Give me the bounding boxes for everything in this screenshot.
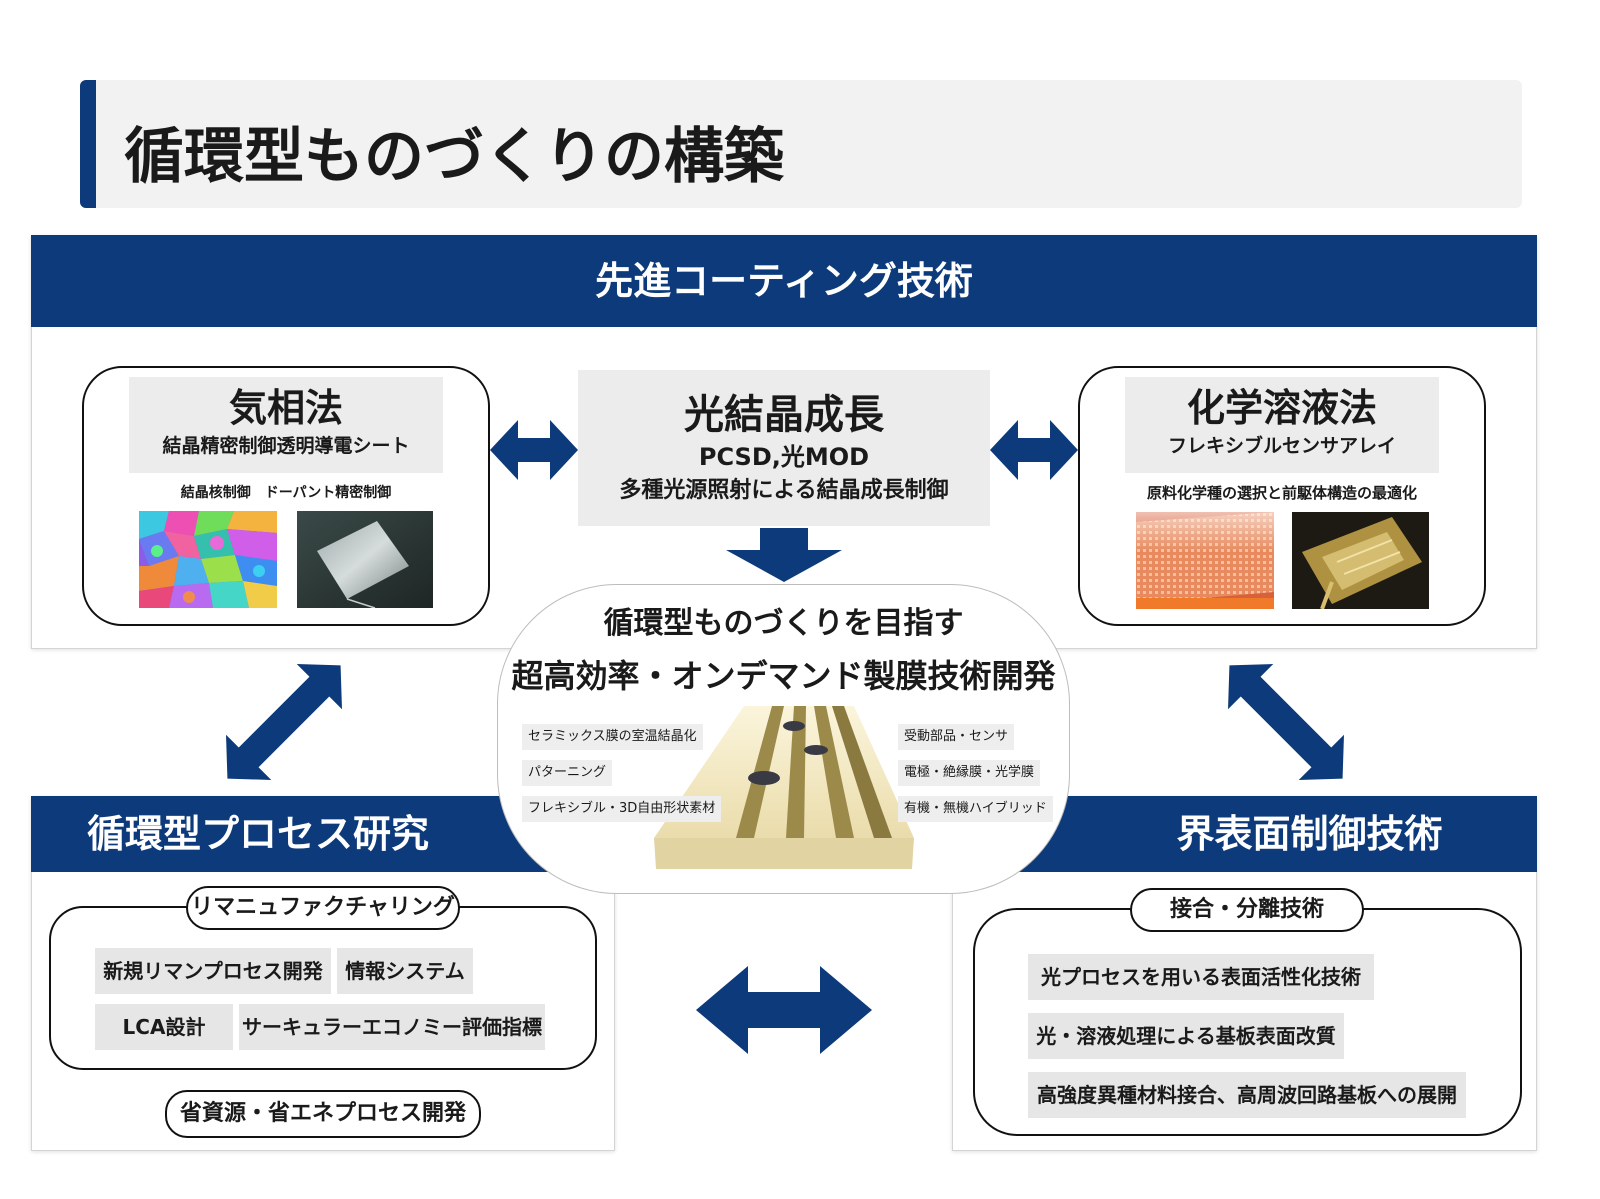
vapor-phase-subtitle: 結晶精密制御透明導電シート	[162, 435, 410, 457]
double-arrow-left-icon	[490, 420, 578, 480]
photo-crystal-growth-title: 光結晶成長	[684, 392, 884, 438]
hub-line1: 循環型ものづくりを目指す	[603, 606, 964, 641]
chip-surface-modification: 光・溶液処理による基板表面改質	[1028, 1013, 1344, 1059]
photo-crystal-growth-box: 光結晶成長 PCSD,光MOD 多種光源照射による結晶成長制御	[578, 370, 990, 526]
bonding-separation-pill: 接合・分離技術	[1130, 888, 1364, 932]
tag-patterning: パターニング	[522, 760, 613, 786]
tag-organic-inorganic-hybrid: 有機・無機ハイブリッド	[898, 796, 1053, 822]
flexible-sensor-image	[1292, 512, 1429, 609]
title-banner	[80, 80, 1522, 208]
title-accent-bar	[80, 80, 96, 208]
process-panel-header: 循環型プロセス研究	[31, 796, 615, 872]
arrow-down-icon	[726, 528, 842, 582]
chemical-solution-caption: 原料化学種の選択と前駆体構造の最適化	[1146, 484, 1417, 502]
crystal-grain-map-image	[139, 511, 277, 608]
tag-electrode-insulating-optical: 電極・絶縁膜・光学膜	[898, 760, 1041, 786]
sensor-array-image	[1136, 512, 1274, 609]
double-arrow-right-icon	[990, 420, 1078, 480]
resource-saving-pill: 省資源・省エネプロセス開発	[165, 1090, 481, 1138]
vapor-phase-label: 気相法 結晶精密制御透明導電シート	[129, 377, 443, 473]
page-title: 循環型ものづくりの構築	[124, 122, 784, 192]
remanufacturing-pill: リマニュファクチャリング	[186, 886, 460, 930]
vapor-phase-caption: 結晶核制御 ドーパント精密制御	[180, 485, 392, 501]
tag-room-temp-crystallization: セラミックス膜の室温結晶化	[522, 724, 703, 750]
chemical-solution-label: 化学溶液法 フレキシブルセンサアレイ	[1125, 377, 1439, 473]
tag-flexible-3d-material: フレキシブル・3D自由形状素材	[522, 796, 722, 822]
chemical-solution-subtitle: フレキシブルセンサアレイ	[1167, 435, 1396, 457]
chip-surface-activation: 光プロセスを用いる表面活性化技術	[1028, 954, 1374, 1000]
double-arrow-bottom-icon	[696, 966, 872, 1054]
vapor-phase-title: 気相法	[228, 386, 343, 430]
photo-crystal-growth-line1: PCSD,光MOD	[698, 443, 870, 471]
chip-information-system: 情報システム	[337, 948, 473, 994]
tag-passive-components-sensor: 受動部品・センサ	[898, 724, 1015, 750]
photo-crystal-growth-line2: 多種光源照射による結晶成長制御	[619, 478, 949, 503]
chemical-solution-title: 化学溶液法	[1186, 386, 1377, 430]
chip-new-reman-process: 新規リマンプロセス開発	[95, 948, 331, 994]
hub-line2: 超高効率・オンデマンド製膜技術開発	[511, 657, 1056, 695]
coating-panel-header: 先進コーティング技術	[31, 235, 1537, 327]
chip-circular-economy-index: サーキュラーエコノミー評価指標	[239, 1004, 545, 1050]
double-arrow-diagonal-right-icon	[1224, 660, 1348, 784]
transparent-sheet-image	[297, 511, 433, 608]
chip-dissimilar-bonding: 高強度異種材料接合、高周波回路基板への展開	[1028, 1072, 1466, 1118]
double-arrow-diagonal-left-icon	[222, 660, 346, 784]
chip-lca-design: LCA設計	[95, 1004, 233, 1050]
